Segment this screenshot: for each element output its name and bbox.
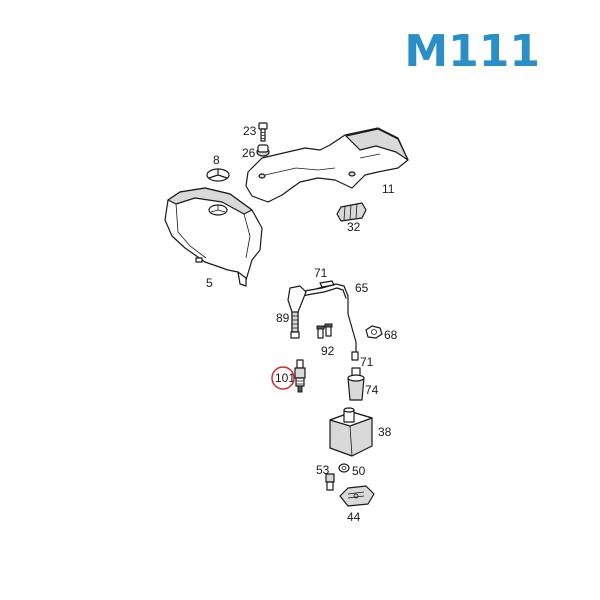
label-92[interactable]: 92: [321, 344, 335, 358]
label-26[interactable]: 26: [242, 146, 256, 160]
part-50-washer[interactable]: [338, 463, 350, 473]
part-53-screw[interactable]: [325, 473, 335, 491]
label-71-bottom[interactable]: 71: [360, 355, 374, 369]
label-44[interactable]: 44: [347, 510, 361, 524]
highlight-circle-101: [271, 366, 295, 390]
label-101[interactable]: 101: [275, 371, 295, 385]
label-23[interactable]: 23: [243, 124, 257, 138]
diagram-title: M111: [404, 26, 540, 77]
part-32-clip[interactable]: [336, 202, 367, 222]
part-89-plug-connector[interactable]: [287, 285, 307, 339]
label-74[interactable]: 74: [365, 383, 379, 397]
part-38-ignition-coil[interactable]: [329, 407, 373, 457]
part-68-nut[interactable]: [365, 325, 383, 339]
label-5[interactable]: 5: [206, 276, 213, 290]
part-8-emblem[interactable]: [206, 168, 230, 182]
part-26-grommet[interactable]: [256, 144, 270, 157]
label-65[interactable]: 65: [355, 281, 369, 295]
part-23-bolt[interactable]: [258, 122, 268, 142]
part-101-spark-plug[interactable]: [294, 359, 306, 393]
label-38[interactable]: 38: [378, 425, 392, 439]
part-74-boot[interactable]: [347, 367, 365, 401]
part-65-ignition-lead[interactable]: [299, 283, 359, 361]
label-8[interactable]: 8: [213, 153, 220, 167]
label-11[interactable]: 11: [382, 182, 395, 196]
label-53[interactable]: 53: [316, 463, 330, 477]
part-5-engine-cover[interactable]: [164, 187, 263, 287]
part-44-bracket[interactable]: [339, 485, 375, 507]
label-68[interactable]: 68: [384, 328, 398, 342]
label-89[interactable]: 89: [276, 311, 290, 325]
label-50[interactable]: 50: [352, 464, 366, 478]
part-labels: 23 26 8 11 32 5 71 65 89 68 92 71 101 74…: [206, 124, 398, 524]
label-71-top[interactable]: 71: [314, 266, 328, 280]
label-32[interactable]: 32: [347, 220, 361, 234]
part-11-bracket[interactable]: [245, 127, 409, 203]
part-92-bolts[interactable]: [316, 323, 333, 339]
